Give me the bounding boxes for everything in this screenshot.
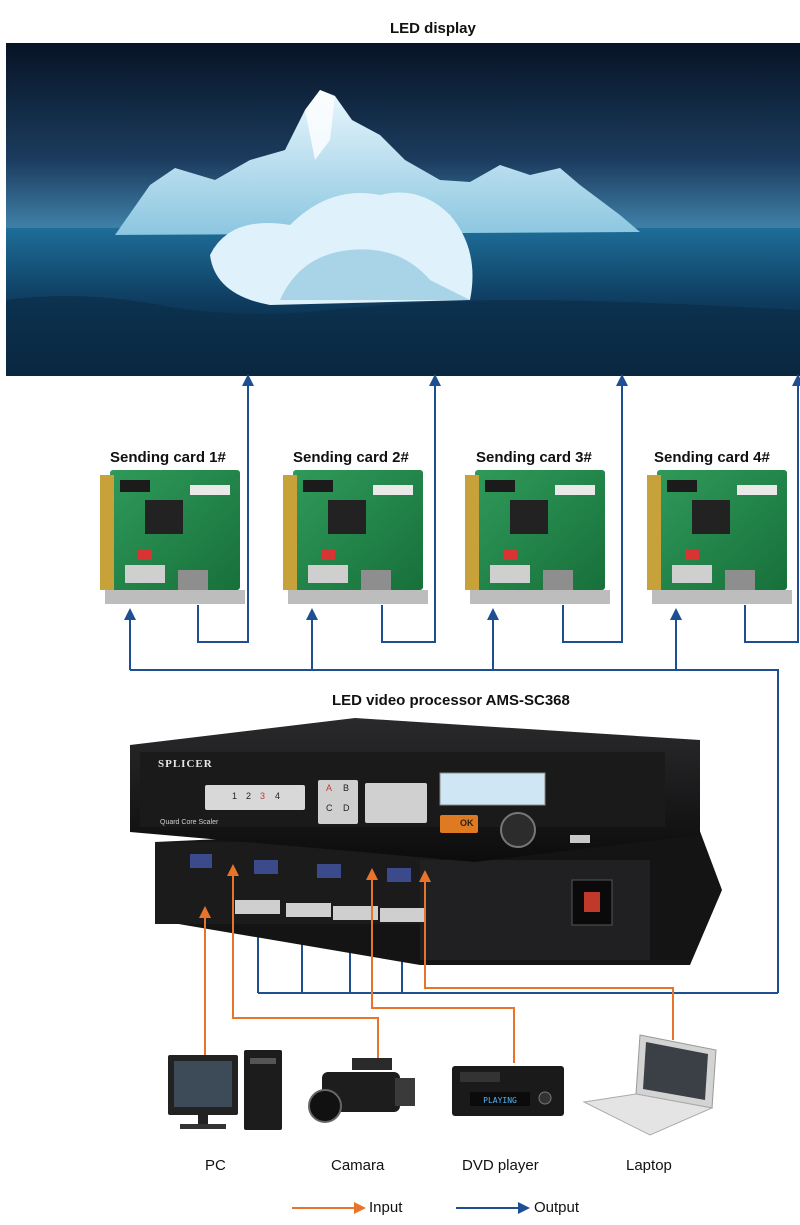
pc-icon xyxy=(168,1050,282,1130)
sending-card-4 xyxy=(647,470,792,604)
input-button-4: 4 xyxy=(275,791,281,801)
video-processor-device xyxy=(130,718,722,965)
processor-subtitle: Quard Core Scaler xyxy=(160,819,219,826)
card-to-display-lines xyxy=(197,374,800,643)
card3-output-line xyxy=(562,374,628,643)
source-label-camera: Camara xyxy=(331,1157,385,1174)
source-input-lines xyxy=(199,864,674,1065)
dvd-input-line xyxy=(366,868,515,1063)
camera-icon xyxy=(308,1058,415,1123)
input-button-3: 3 xyxy=(260,791,266,801)
dvd-player-icon: PLAYING xyxy=(452,1066,564,1116)
card4-output-line xyxy=(744,374,800,643)
sending-card-2-label: Sending card 2# xyxy=(293,449,409,466)
processor-brand: SPLICER xyxy=(158,758,213,770)
output-button-a: A xyxy=(326,783,333,793)
sending-card-3 xyxy=(465,470,610,604)
card2-output-line xyxy=(381,374,441,643)
iceberg-image xyxy=(115,90,640,305)
legend-input-label: Input xyxy=(369,1199,403,1216)
processor-title: LED video processor AMS-SC368 xyxy=(332,692,570,709)
led-display-screen xyxy=(6,43,800,376)
sending-card-2 xyxy=(283,470,428,604)
sending-card-1-label: Sending card 1# xyxy=(110,449,226,466)
output-button-d: D xyxy=(343,803,350,813)
source-label-dvd-player: DVD player xyxy=(462,1157,539,1174)
sending-card-1 xyxy=(100,470,245,604)
camera-input-line xyxy=(227,864,379,1065)
processor-ok-label: OK xyxy=(460,818,474,828)
led-display-title: LED display xyxy=(390,20,476,37)
sending-card-3-label: Sending card 3# xyxy=(476,449,592,466)
laptop-icon xyxy=(582,1034,717,1136)
laptop-input-line xyxy=(419,870,674,1040)
input-button-1: 1 xyxy=(232,791,238,801)
source-label-laptop: Laptop xyxy=(626,1157,672,1174)
legend-output-label: Output xyxy=(534,1199,580,1216)
dvd-screen-text: PLAYING xyxy=(483,1096,517,1105)
card1-output-line xyxy=(197,374,254,643)
output-button-c: C xyxy=(326,803,333,813)
input-button-2: 2 xyxy=(246,791,252,801)
source-label-pc: PC xyxy=(205,1157,226,1174)
sending-card-4-label: Sending card 4# xyxy=(654,449,770,466)
output-button-b: B xyxy=(343,783,350,793)
